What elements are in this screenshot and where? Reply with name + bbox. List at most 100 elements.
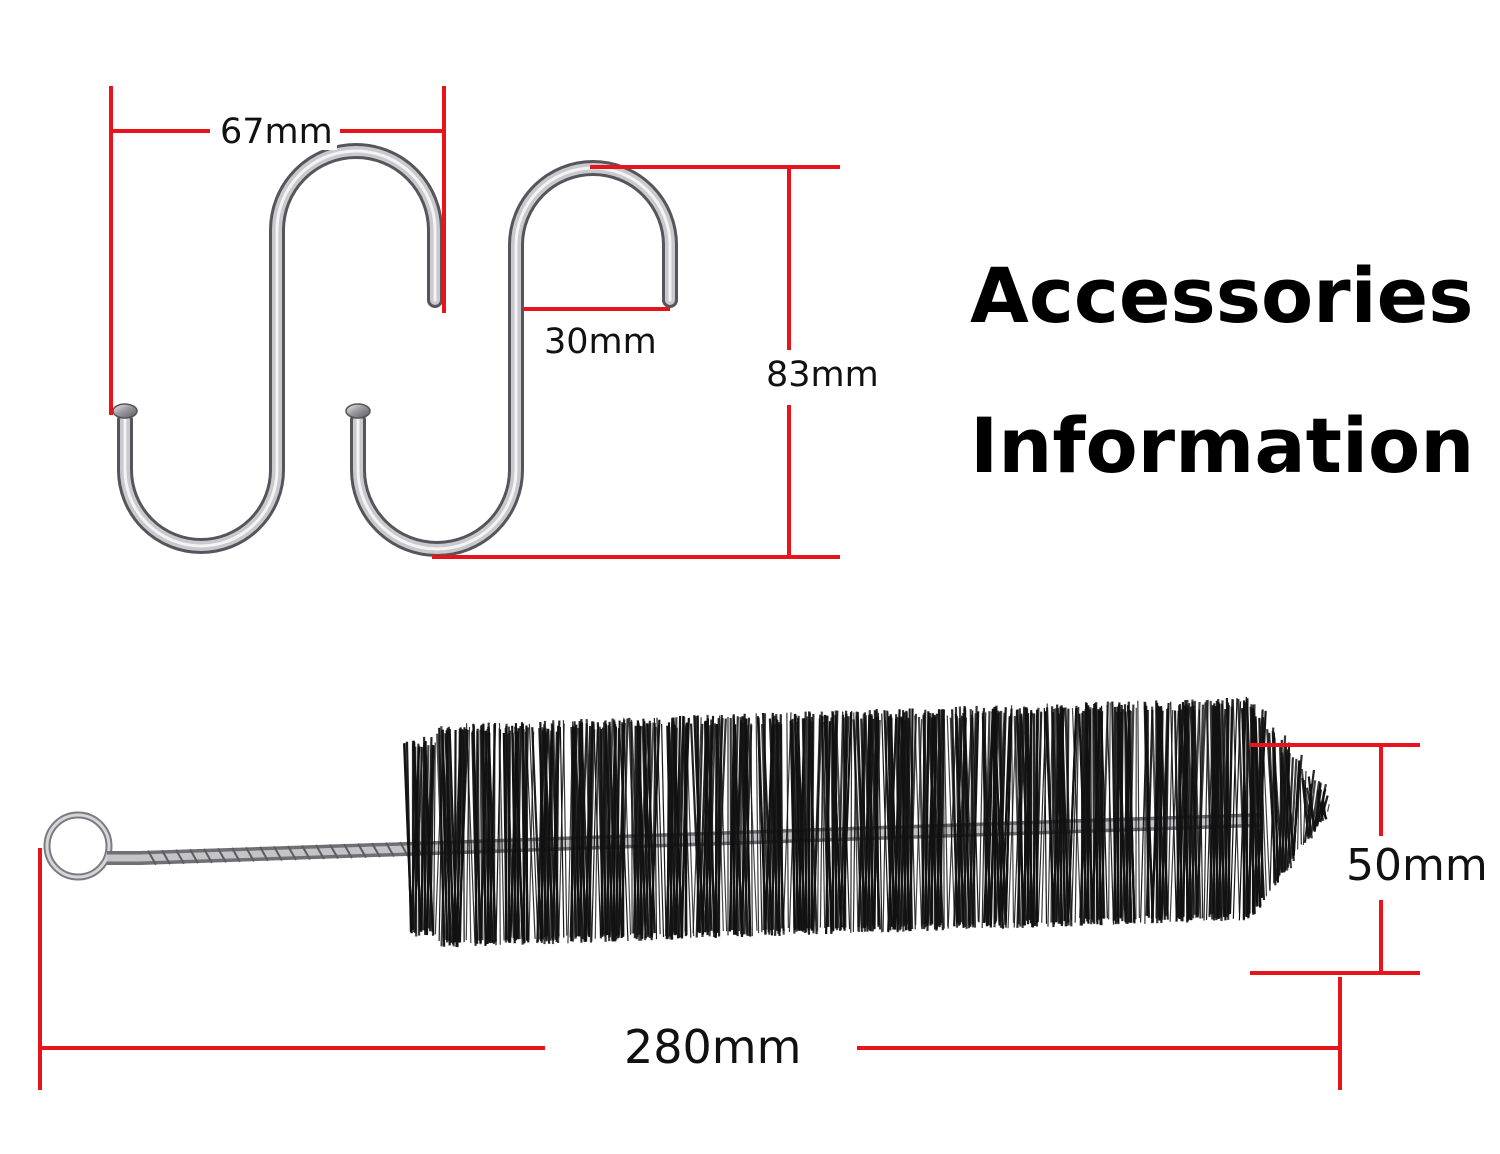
- bristle-strand: [1001, 716, 1011, 922]
- bristle-strand: [424, 741, 434, 932]
- bristle-strand: [471, 730, 482, 939]
- bristle-strand: [969, 709, 977, 928]
- bristle-strand: [525, 727, 536, 939]
- bristle-strand: [1100, 713, 1105, 919]
- bristle-strand: [1010, 705, 1015, 923]
- bristle-strand: [850, 710, 853, 933]
- bristle-strand: [601, 727, 607, 942]
- bristle-strand: [621, 723, 625, 937]
- bristle-strand: [653, 718, 658, 940]
- bristle-strand: [465, 723, 476, 943]
- bristle-strand: [1184, 708, 1193, 921]
- bristle-strand: [562, 720, 568, 936]
- bristle-strand: [1137, 700, 1140, 918]
- bristle-strand: [709, 725, 715, 933]
- bristle-strand: [1237, 699, 1247, 917]
- bristle-strand: [1108, 702, 1111, 920]
- bristle-strand: [1299, 761, 1302, 845]
- bristle-strand: [682, 716, 692, 938]
- bristle-strand: [498, 728, 501, 945]
- bristle-strand: [656, 717, 665, 938]
- bristle-strand: [1322, 801, 1327, 819]
- bristle-strand: [1070, 707, 1079, 921]
- hook-dimension-lines: [109, 86, 840, 559]
- bristle-strand: [743, 721, 752, 937]
- bristle-strand: [1155, 702, 1166, 920]
- wire-twist: [371, 842, 381, 858]
- bristle-strand: [873, 710, 881, 926]
- bristle-strand: [618, 720, 629, 941]
- bristle-strand: [1100, 705, 1108, 919]
- bristle-strand: [905, 710, 910, 930]
- bristle-strand: [1259, 718, 1268, 897]
- bristle-strand: [677, 725, 685, 938]
- bristle-strand: [831, 719, 842, 928]
- page-title-line-2: Information: [970, 401, 1475, 490]
- bristle-strand: [733, 724, 743, 932]
- wire-twist: [217, 847, 227, 863]
- wire-twist: [147, 850, 157, 866]
- bristle-strand: [877, 712, 883, 933]
- bristle-strand: [750, 723, 753, 937]
- bristle-strand: [909, 708, 914, 932]
- bristle-strand: [1249, 706, 1259, 907]
- bristle-strand: [654, 722, 661, 935]
- bristle-strand: [666, 725, 674, 940]
- bristle-strand: [591, 729, 598, 942]
- bristle-strand: [1214, 706, 1219, 918]
- hook-tip-left: [112, 403, 138, 419]
- bristle-strand: [1029, 712, 1033, 924]
- bristle-strand: [801, 718, 809, 929]
- brush-image: [43, 696, 1330, 948]
- bristle-strand: [405, 741, 413, 933]
- bristle-strand: [642, 718, 654, 938]
- bristle-strand: [1226, 699, 1234, 916]
- bristle-strand: [661, 723, 667, 933]
- bristle-strand: [1289, 758, 1298, 860]
- bristle-strand: [571, 730, 581, 937]
- brush-diameter-label: 50mm: [1346, 840, 1488, 891]
- hook-height-label: 83mm: [762, 358, 883, 393]
- wire-twist: [329, 844, 339, 860]
- bristle-strand: [613, 721, 623, 939]
- bristle-strand: [933, 716, 944, 931]
- bristle-strand: [775, 713, 785, 935]
- bristle-strand: [528, 723, 539, 940]
- bristle-strand: [922, 716, 932, 926]
- bristle-strand: [1205, 700, 1214, 920]
- bristle-strand: [755, 713, 760, 934]
- bristle-strand: [1043, 707, 1048, 924]
- bristle-strand: [1198, 709, 1204, 919]
- bristle-strand: [559, 726, 565, 938]
- bristle-strand: [860, 718, 869, 932]
- bristle-strand: [1281, 757, 1293, 869]
- bristle-strand: [1241, 708, 1250, 915]
- bristle-strand: [1217, 698, 1226, 916]
- s-hook-image: [112, 143, 678, 557]
- bristle-strand: [570, 726, 578, 938]
- bristle-strand: [514, 731, 524, 940]
- bristle-strand: [1261, 720, 1271, 890]
- bristle-strand: [986, 708, 995, 926]
- bristle-strand: [951, 709, 959, 924]
- wire-twist: [301, 845, 311, 860]
- bristle-strand: [1272, 742, 1284, 873]
- hook-opening-label: 30mm: [544, 322, 657, 362]
- wire-twist: [343, 843, 353, 859]
- bristle-strand: [521, 723, 530, 943]
- wire-twist: [385, 842, 395, 858]
- bristle-strand: [487, 726, 497, 942]
- bristle-strand: [761, 712, 774, 936]
- bristle-strand: [842, 711, 851, 930]
- bristle-strand: [909, 708, 916, 930]
- hook-tip-right: [345, 403, 371, 419]
- bristle-strand: [1127, 710, 1136, 924]
- bristle-strand: [716, 725, 724, 932]
- bristle-strand: [1034, 711, 1043, 926]
- bristle-strand: [458, 729, 468, 943]
- bristle-strand: [946, 715, 956, 927]
- bristle-strand: [856, 712, 866, 928]
- brush-dimension-lines: [38, 743, 1420, 1090]
- bristle-strand: [1150, 706, 1160, 918]
